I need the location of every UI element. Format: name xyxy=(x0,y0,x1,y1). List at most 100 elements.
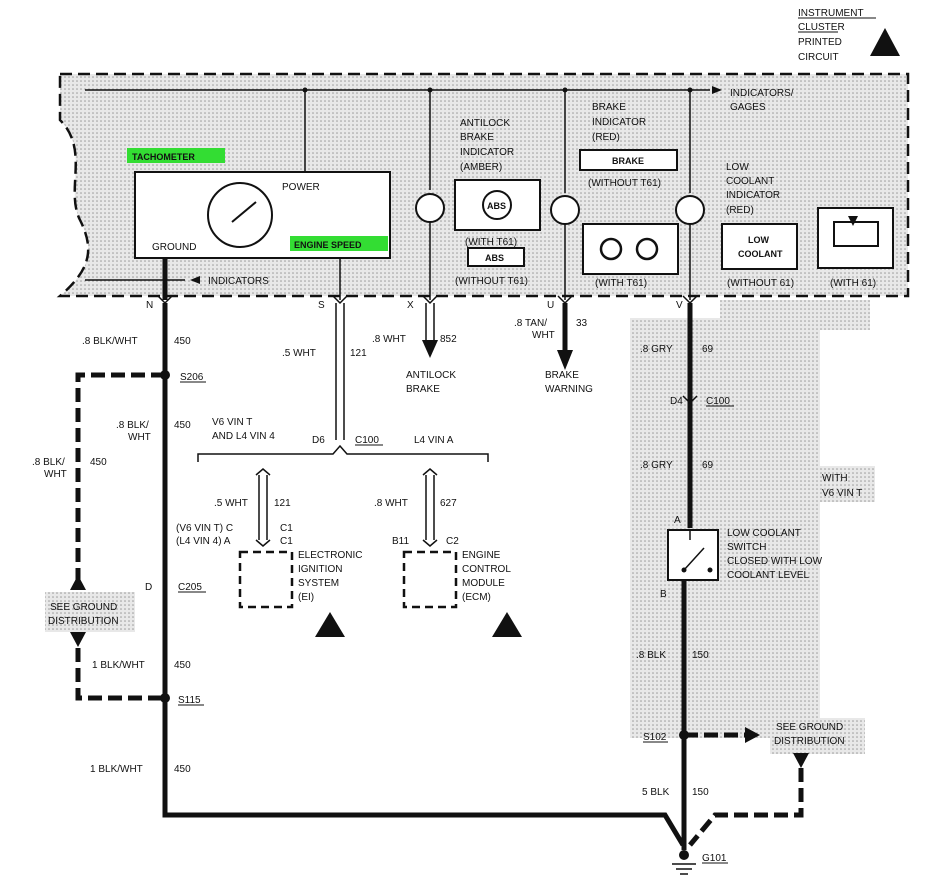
brake-bulb-icon xyxy=(550,195,580,225)
abs-small-label: ABS xyxy=(485,253,504,263)
blk5-size: 5 BLK xyxy=(642,787,670,798)
with-v6-shade xyxy=(815,466,875,502)
g101-label: G101 xyxy=(702,853,727,864)
blk150-circuit: 150 xyxy=(692,650,709,661)
ei-esd-icon xyxy=(315,612,345,637)
n-wire-size: .8 BLK/WHT xyxy=(82,336,138,347)
antilock-1: ANTILOCK xyxy=(460,118,510,129)
ground-label: GROUND xyxy=(152,242,196,253)
s102-label: S102 xyxy=(643,732,667,743)
ecm-box xyxy=(402,550,458,609)
u-dest-2: WARNING xyxy=(545,384,593,395)
branch-wire-1: .8 BLK/ xyxy=(32,457,65,468)
s-wire xyxy=(335,303,345,440)
see-ground-left-1: SEE GROUND xyxy=(50,602,117,613)
ecm-conn xyxy=(422,539,438,547)
v-wire2-circuit: 69 xyxy=(702,460,714,471)
x-wire-size: .8 WHT xyxy=(372,334,406,345)
abs-icon xyxy=(482,190,512,220)
b11-pin: B11 xyxy=(392,536,409,547)
ei-wire-size: .5 WHT xyxy=(214,498,248,509)
pin-u: U xyxy=(547,300,554,311)
ground-shade-right xyxy=(770,718,865,754)
ecm-wire-size: .8 WHT xyxy=(374,498,408,509)
blk5-circuit: 150 xyxy=(692,787,709,798)
c2-conn: C2 xyxy=(446,536,459,547)
antilock-2: BRAKE xyxy=(460,132,494,143)
x-wire-circuit: 852 xyxy=(440,334,457,345)
coolant-ind-4: (RED) xyxy=(726,205,754,216)
c100-right: C100 xyxy=(706,396,730,407)
v-wire-circuit: 69 xyxy=(702,344,714,355)
ground-arrow-right xyxy=(745,727,760,743)
right-ground-branch xyxy=(688,768,804,847)
blk150-size: .8 BLK xyxy=(636,650,666,661)
s206-branch xyxy=(75,372,165,580)
ei-label-3: SYSTEM xyxy=(298,578,339,589)
l4-vin-a: L4 VIN A xyxy=(414,435,454,446)
pin-v: V xyxy=(676,300,683,311)
v-wire2-size: .8 GRY xyxy=(640,460,673,471)
ecm-wire-circuit: 627 xyxy=(440,498,457,509)
with-v6-1: WITH xyxy=(822,473,848,484)
switch-b-pin: B xyxy=(660,589,667,600)
switch-label-1: LOW COOLANT xyxy=(727,528,801,539)
abs-bulb-icon xyxy=(415,193,445,223)
low-coolant-1: LOW xyxy=(748,235,769,245)
with-61: (WITH 61) xyxy=(830,278,876,289)
v6-shade-upper xyxy=(720,300,870,330)
n-wire2-circuit: 450 xyxy=(174,420,191,431)
x-wire xyxy=(425,303,435,340)
tachometer-highlight xyxy=(127,148,225,163)
d4-pin: D4 xyxy=(670,396,683,407)
ground-symbol-icon xyxy=(672,863,696,875)
ei-conn-1: (V6 VIN T) C xyxy=(176,523,233,534)
v-wire-size: .8 GRY xyxy=(640,344,673,355)
conn-s xyxy=(332,295,348,305)
s115-label: S115 xyxy=(178,695,201,706)
coolant-bulb-icon xyxy=(675,195,705,225)
s-wire-size: .5 WHT xyxy=(282,348,316,359)
s115-splice xyxy=(160,693,170,703)
instrument-cluster-line3: PRINTED xyxy=(798,37,842,48)
ecm-cap xyxy=(422,468,438,476)
ei-box xyxy=(238,550,294,609)
v6-shade-region xyxy=(630,318,820,738)
x-dest-1: ANTILOCK xyxy=(406,370,456,381)
ground-shade-left xyxy=(45,592,135,632)
instrument-cluster-line4: CIRCUIT xyxy=(798,52,839,63)
ecm-esd-icon xyxy=(492,612,522,637)
n-wire-circuit: 450 xyxy=(174,336,191,347)
indicators-gages-2: GAGES xyxy=(730,102,766,113)
n-ground-wire xyxy=(162,303,686,847)
v6-l4-1: V6 VIN T xyxy=(212,417,252,428)
ei-conn-2: (L4 VIN 4) A xyxy=(176,536,231,547)
s206-label: S206 xyxy=(180,372,204,383)
instrument-cluster-line1: INSTRUMENT xyxy=(798,8,864,19)
switch-label-2: SWITCH xyxy=(727,542,766,553)
blk2-size: 1 BLK/WHT xyxy=(90,764,143,775)
x-arrow xyxy=(422,340,438,358)
d-pin: D xyxy=(145,582,152,593)
conn-d4 xyxy=(682,395,698,405)
pin-x: X xyxy=(407,300,414,311)
branch-wire-circuit: 450 xyxy=(90,457,107,468)
see-ground-left-2: DISTRIBUTION xyxy=(48,616,119,627)
ei-c1-2: C1 xyxy=(280,536,293,547)
parking-brake-icon xyxy=(599,237,623,261)
u-wire-circuit: 33 xyxy=(576,318,588,329)
n-wire2-2: WHT xyxy=(128,432,151,443)
ecm-label-2: CONTROL xyxy=(462,564,511,575)
low-coolant-2: COOLANT xyxy=(738,249,783,259)
ei-wire xyxy=(258,475,268,540)
x-dest-2: BRAKE xyxy=(406,384,440,395)
ei-conn xyxy=(255,539,271,547)
see-ground-right-2: DISTRIBUTION xyxy=(774,736,845,747)
n-wire2-1: .8 BLK/ xyxy=(116,420,149,431)
esd-warning-icon xyxy=(870,28,900,56)
switch-a-pin: A xyxy=(674,515,681,526)
coolant-ind-3: INDICATOR xyxy=(726,190,780,201)
engine-speed-label: ENGINE SPEED xyxy=(294,240,362,250)
brake-without-t61: (WITHOUT T61) xyxy=(588,178,661,189)
